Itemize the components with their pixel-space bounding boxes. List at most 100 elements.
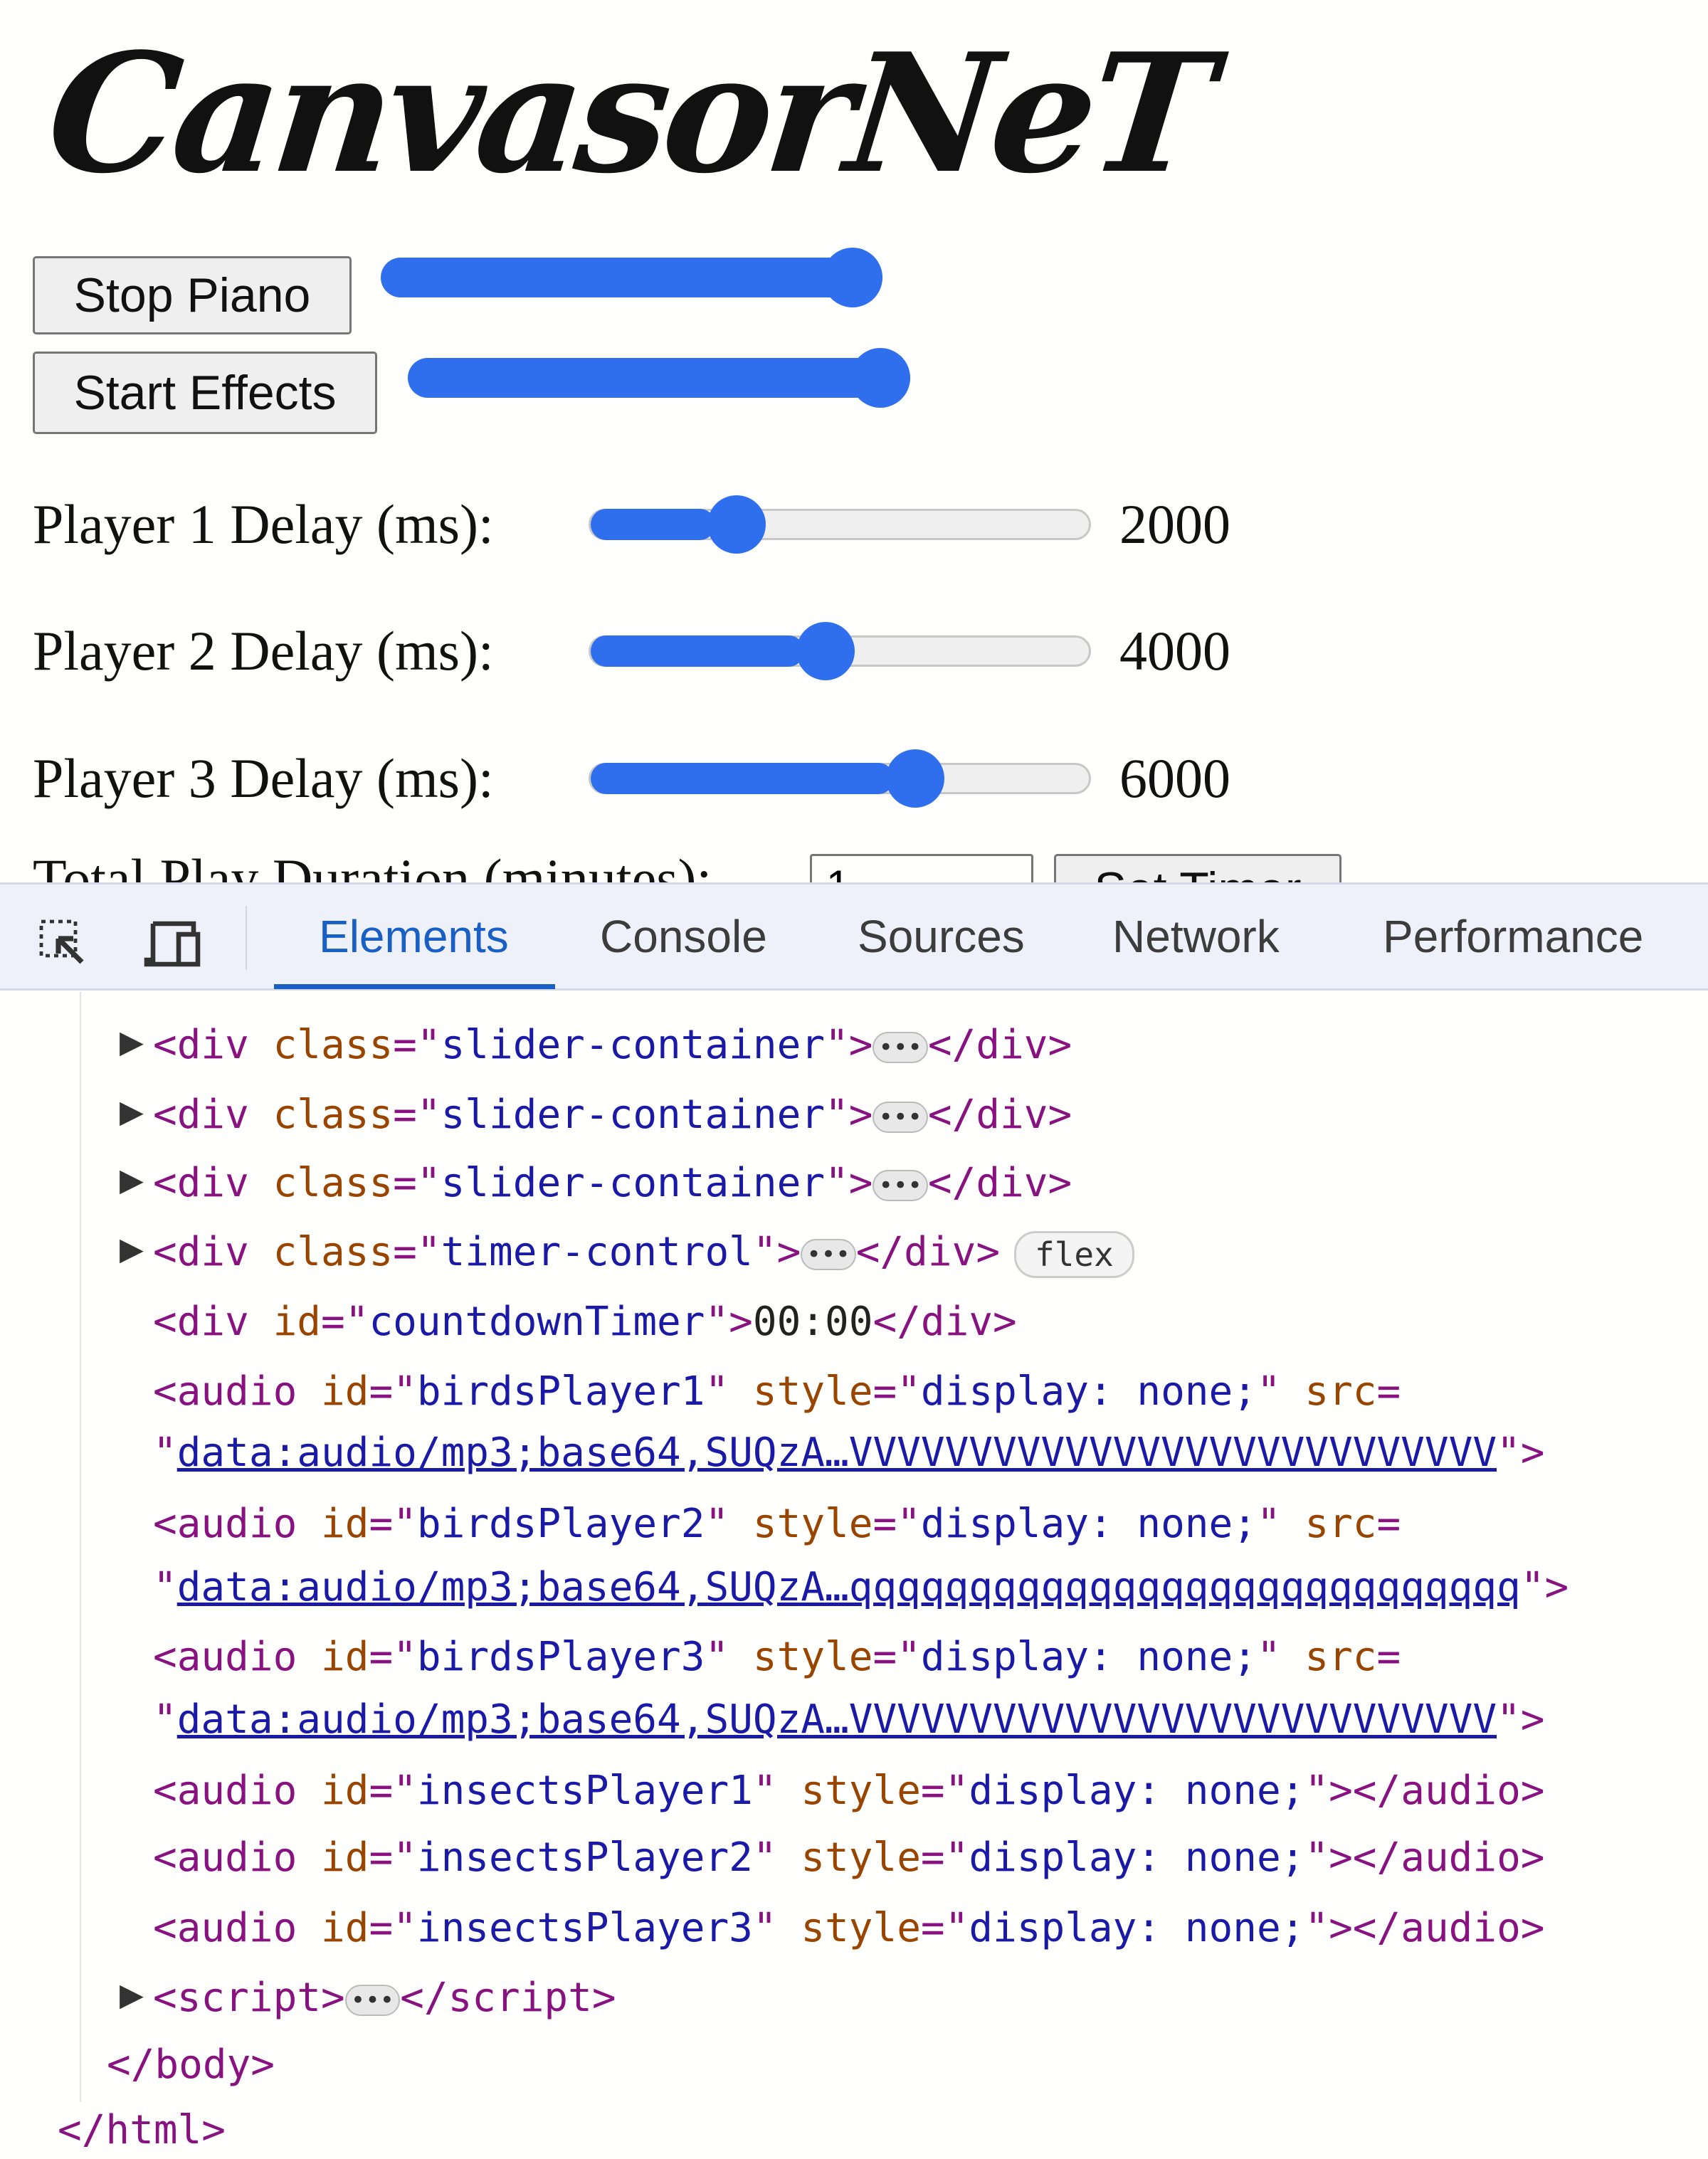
slider-thumb[interactable] [796,622,855,680]
code-token-tag: =" [873,1634,921,1680]
collapsed-ellipsis-button[interactable]: ••• [873,1101,928,1133]
code-token-tag: =" [920,1835,969,1881]
code-token-val: slider-container [441,1092,826,1138]
code-token-tag: " [153,1696,177,1743]
code-token-tag: <div [153,1229,273,1275]
slider-thumb[interactable] [885,749,944,808]
code-token-tag: "> [825,1092,873,1138]
code-token-val: timer-control [441,1229,753,1275]
code-token-tag: " [752,1835,801,1881]
collapsed-ellipsis-button[interactable]: ••• [344,1984,401,2016]
code-token-tag: =" [321,1299,369,1345]
dom-tree-line[interactable]: <div class="slider-container">•••</div> [153,1155,1072,1212]
src-link[interactable]: data:audio/mp3;base64,SUQzA…VVVVVVVVVVVV… [176,1696,1497,1743]
code-token-tag: =" [369,1501,417,1547]
dom-tree-line[interactable]: <script>•••</script> [153,1970,616,2027]
dom-tree-line[interactable]: </body> [107,2037,275,2094]
code-token-attr: id [273,1299,322,1345]
src-link[interactable]: data:audio/mp3;base64,SUQzA…VVVVVVVVVVVV… [176,1430,1497,1476]
start-effects-button[interactable]: Start Effects [33,352,377,434]
collapsed-ellipsis-button[interactable]: ••• [873,1169,928,1201]
code-token-attr: style [752,1501,873,1547]
flex-badge[interactable]: flex [1014,1230,1134,1278]
piano-volume-slider[interactable] [381,248,882,307]
code-token-tag: " [1256,1634,1305,1680]
dom-tree-line[interactable]: <audio id="birdsPlayer3" style="display:… [153,1629,1401,1686]
code-token-tag: "></audio> [1304,1835,1545,1881]
player-delay-slider[interactable] [589,495,1091,554]
code-token-tag: </div> [873,1299,1017,1345]
expand-triangle-icon[interactable]: ▶ [120,1978,144,2012]
code-token-tag: </div> [927,1092,1072,1138]
dom-tree-line[interactable]: <audio id="insectsPlayer2" style="displa… [153,1830,1545,1886]
collapsed-ellipsis-button[interactable]: ••• [873,1031,928,1063]
dom-tree-line[interactable]: <audio id="insectsPlayer1" style="displa… [153,1763,1545,1820]
tab-sources[interactable]: Sources [858,911,1025,962]
dom-tree-line[interactable]: <audio id="insectsPlayer3" style="displa… [153,1900,1545,1957]
player-delay-value: 4000 [1119,620,1230,682]
code-token-tag: " [705,1501,753,1547]
code-token-val: slider-container [441,1160,826,1206]
dom-tree-line[interactable]: <audio id="birdsPlayer2" style="display:… [153,1496,1401,1553]
code-token-val: display: none; [920,1368,1257,1415]
dom-tree-line[interactable]: "data:audio/mp3;base64,SUQzA…qqqqqqqqqqq… [153,1559,1569,1616]
player-delay-slider[interactable] [589,622,1091,680]
src-link[interactable]: data:audio/mp3;base64,SUQzA…qqqqqqqqqqqq… [176,1564,1521,1610]
tab-console[interactable]: Console [600,911,767,962]
slider-thumb[interactable] [707,495,766,554]
expand-triangle-icon[interactable]: ▶ [120,1232,144,1267]
code-token-tag: <audio [153,1501,322,1547]
code-token-tag: <audio [153,1634,322,1680]
slider-thumb[interactable] [850,348,910,408]
dom-tree-line[interactable]: <div class="slider-container">•••</div> [153,1017,1072,1074]
code-token-attr: class [273,1229,394,1275]
player-delay-label: Player 1 Delay (ms): [33,493,494,555]
code-token-tag: =" [369,1768,417,1814]
dom-tree-line[interactable]: </html> [58,2102,226,2159]
stop-piano-button[interactable]: Stop Piano [33,256,352,334]
slider-thumb[interactable] [823,248,882,307]
code-token-tag: <audio [153,1368,322,1415]
code-token-tag: =" [369,1835,417,1881]
code-token-tag: =" [920,1768,969,1814]
active-tab-indicator [274,984,555,989]
code-token-tag: " [1256,1501,1305,1547]
tab-network[interactable]: Network [1112,911,1280,962]
code-token-tag: <audio [153,1835,322,1881]
dom-tree-line[interactable]: "data:audio/mp3;base64,SUQzA…VVVVVVVVVVV… [153,1691,1544,1748]
expand-triangle-icon[interactable]: ▶ [120,1163,144,1198]
code-token-tag: <audio [153,1768,322,1814]
expand-triangle-icon[interactable]: ▶ [120,1094,144,1129]
code-token-val: display: none; [969,1768,1305,1814]
dom-tree-line[interactable]: <audio id="birdsPlayer1" style="display:… [153,1363,1401,1420]
device-toolbar-icon[interactable] [142,917,206,968]
code-token-tag: " [153,1430,177,1476]
player-delay-label: Player 3 Delay (ms): [33,747,494,809]
code-token-val: insectsPlayer3 [416,1905,753,1951]
code-token-tag: "> [1497,1696,1545,1743]
code-token-tag: "> [825,1160,873,1206]
dom-tree-line[interactable]: "data:audio/mp3;base64,SUQzA…VVVVVVVVVVV… [153,1425,1544,1482]
dom-tree-line[interactable]: <div class="timer-control">•••</div>flex [153,1224,1134,1281]
code-token-val: display: none; [969,1905,1305,1951]
code-token-tag: =" [920,1905,969,1951]
collapsed-ellipsis-button[interactable]: ••• [801,1238,856,1270]
tab-performance[interactable]: Performance [1383,911,1644,962]
inspect-element-icon[interactable] [37,917,88,968]
player-delay-label: Player 2 Delay (ms): [33,620,494,682]
code-token-val: birdsPlayer2 [416,1501,705,1547]
player-delay-value: 6000 [1119,747,1230,809]
code-token-attr: id [321,1835,369,1881]
code-token-tag: " [1256,1368,1305,1415]
expand-triangle-icon[interactable]: ▶ [120,1025,144,1060]
effects-volume-slider[interactable] [408,348,910,408]
dom-tree-line[interactable]: <div id="countdownTimer">00:00</div> [153,1294,1017,1351]
code-token-tag: = [1376,1368,1401,1415]
code-token-tag: =" [393,1022,441,1068]
dom-tree-line[interactable]: <div class="slider-container">•••</div> [153,1087,1072,1144]
code-token-tag: =" [369,1368,417,1415]
code-token-attr: style [752,1634,873,1680]
code-token-attr: style [801,1768,921,1814]
tab-elements[interactable]: Elements [319,911,509,962]
player-delay-slider[interactable] [589,749,1091,808]
